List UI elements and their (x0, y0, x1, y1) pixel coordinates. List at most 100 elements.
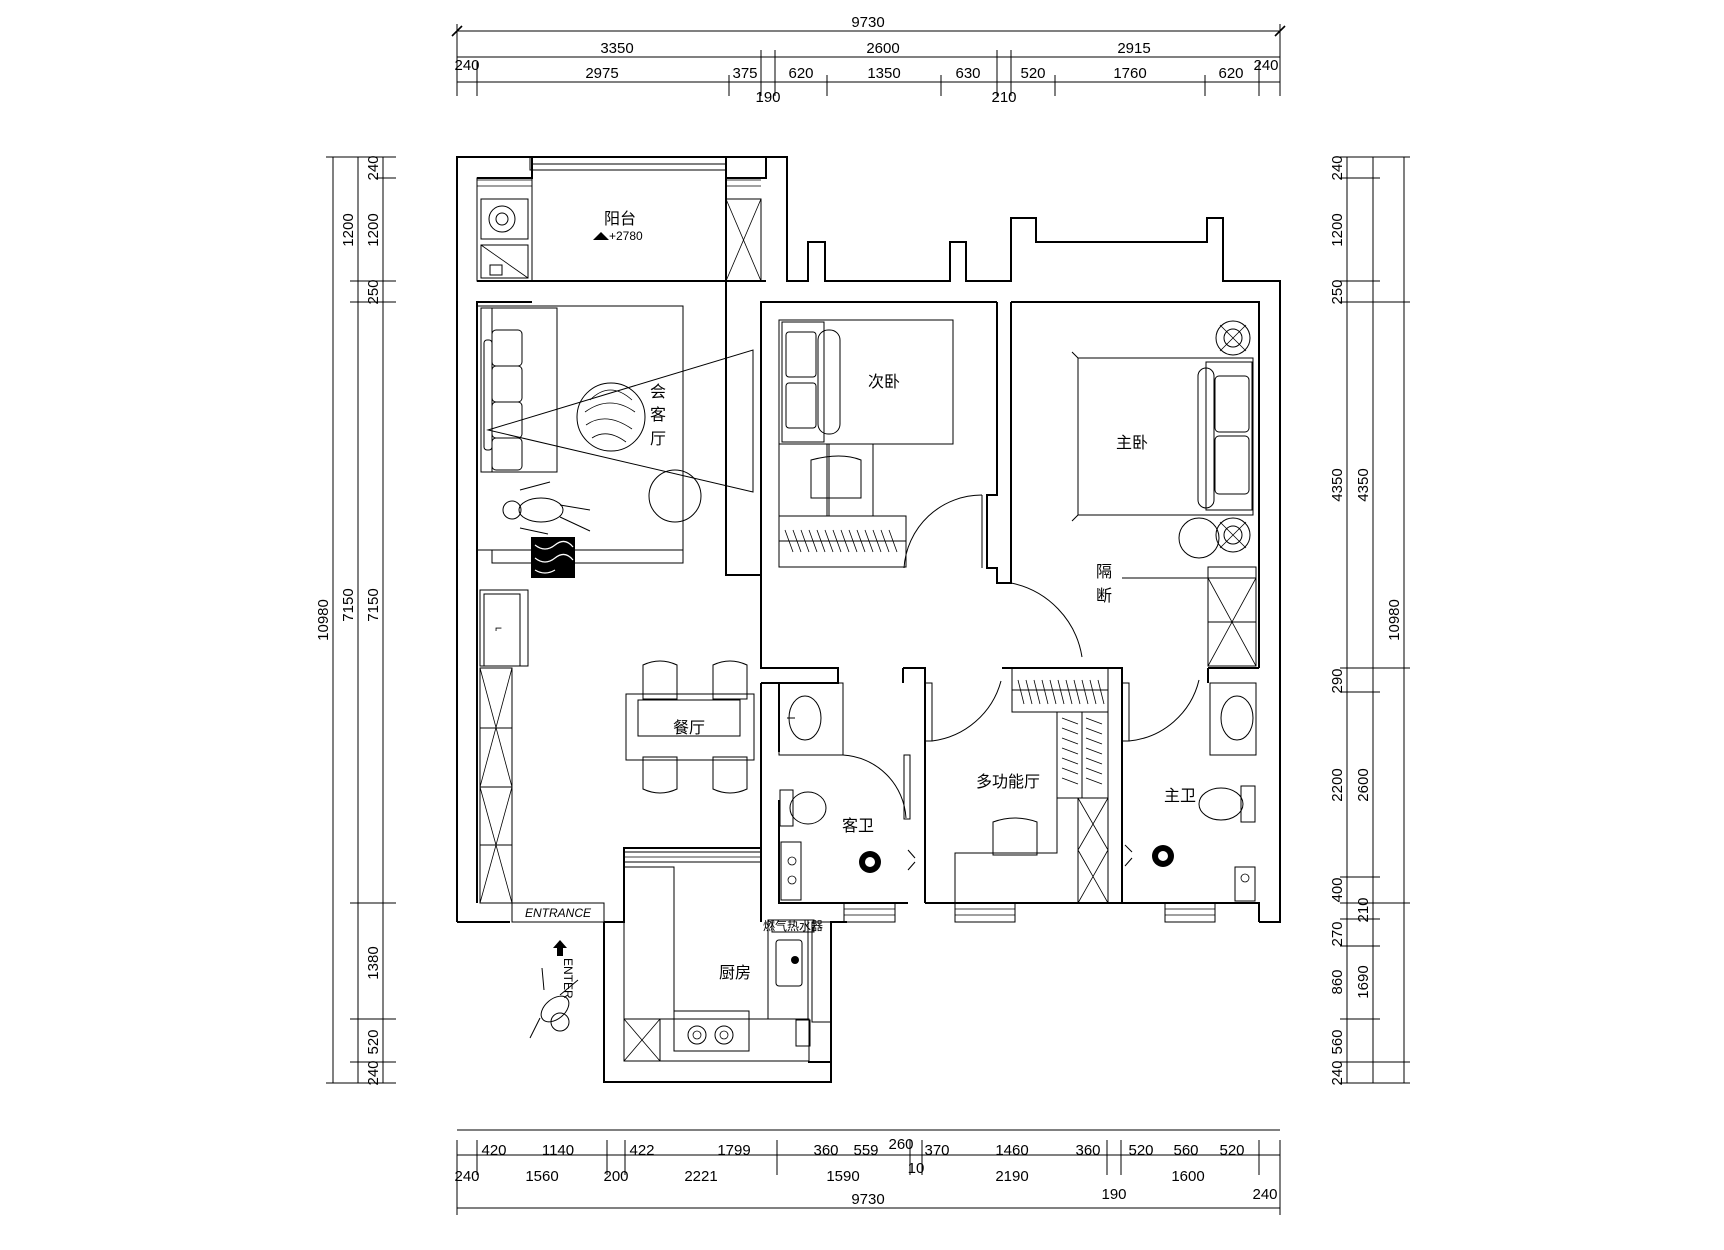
dim-bottom-1-j: 360 (1075, 1142, 1100, 1159)
elevation-label: +2780 (609, 229, 643, 243)
dim-bottom-1-m: 520 (1219, 1142, 1244, 1159)
balcony-area: 阳台 +2780 (476, 177, 762, 282)
water-heater-label: 燃气热水器 (763, 918, 823, 933)
master-bedroom: 主卧 隔 断 (1010, 320, 1257, 667)
room-label-second-bedroom: 次卧 (868, 372, 900, 391)
person-icon (502, 481, 591, 535)
dim-left-2-d: 240 (365, 1060, 382, 1085)
dim-bottom-2-f: 10 (908, 1160, 925, 1177)
room-label-living-3: 厅 (650, 429, 666, 448)
master-toilet-icon (1198, 785, 1256, 823)
dim-top-2-b: 2600 (866, 40, 899, 57)
door-swing-guest-bath (842, 754, 907, 819)
dim-right-2-d: 4350 (1355, 468, 1372, 501)
dim-right-2-c: 250 (1329, 279, 1346, 304)
enter-label: ENTER (561, 958, 575, 999)
dim-bottom-2-b: 1560 (525, 1168, 558, 1185)
dim-bottom-2-g: 2190 (995, 1168, 1028, 1185)
fridge-and-cabinets: ⌐ (479, 589, 529, 904)
kitchen: 燃气热水器 厨房 (623, 851, 832, 1062)
dim-right-3-d: 400 (1329, 877, 1346, 902)
dim-top-3-g: 520 (1020, 65, 1045, 82)
dim-left-total: 10980 (315, 599, 332, 641)
dim-bottom-1-k: 520 (1128, 1142, 1153, 1159)
dim-right-total: 10980 (1386, 599, 1403, 641)
dim-bottom-1-b: 1140 (542, 1142, 574, 1159)
dim-left-2-c: 520 (365, 1029, 382, 1054)
room-label-master-bedroom: 主卧 (1116, 433, 1148, 452)
dim-top-3-c: 375 (732, 65, 757, 82)
door-swing-master-bath (1128, 679, 1200, 742)
dim-right-3-g: 860 (1329, 969, 1346, 994)
dim-top-3-b: 2975 (585, 65, 618, 82)
dim-right-2-e: 2600 (1355, 768, 1372, 801)
guest-bathroom: 客卫 (778, 682, 916, 923)
dim-bottom-1-f: 559 (853, 1142, 878, 1159)
dim-bottom-1-i: 1460 (995, 1142, 1028, 1159)
dim-left-2-b: 1380 (365, 946, 382, 979)
dining-chair-icons (642, 660, 748, 794)
dim-left-2-a: 7150 (340, 588, 357, 621)
room-label-kitchen: 厨房 (719, 963, 751, 982)
dim-top-2-c: 2915 (1117, 40, 1150, 57)
dim-top-3-j: 240 (1253, 57, 1278, 74)
dim-top-3-d: 620 (788, 65, 813, 82)
kitchen-sink-icon (775, 939, 803, 987)
second-bedroom: 次卧 (778, 319, 983, 569)
multi-function-room: 多功能厅 (924, 667, 1109, 923)
dim-bottom-2-h: 190 (1101, 1186, 1126, 1203)
dim-bottom-1-e: 360 (813, 1142, 838, 1159)
dim-top-2-a: 3350 (600, 40, 633, 57)
nightstand-icon-2 (1215, 517, 1251, 553)
dim-left-3-c: 250 (365, 279, 382, 304)
door-swing-multi-room (931, 680, 1002, 742)
wardrobe-hangers (784, 529, 898, 553)
dim-bottom-2-i: 1600 (1171, 1168, 1204, 1185)
nightstand-icon (1215, 320, 1251, 356)
dim-right-3-e: 210 (1355, 897, 1372, 922)
study-chair-icon (992, 817, 1038, 856)
living-room: 会 客 厅 (476, 281, 754, 578)
dim-bottom-1-l: 560 (1173, 1142, 1198, 1159)
dim-bottom-2-a: 240 (454, 1168, 479, 1185)
dim-top-3-h: 1760 (1113, 65, 1146, 82)
dim-bottom-1-c: 422 (629, 1142, 654, 1159)
room-label-master-bath: 主卫 (1164, 786, 1196, 805)
dim-top-3-l: 210 (991, 89, 1016, 106)
door-swing-second-bedroom (903, 494, 983, 569)
dim-right-3-a: 4350 (1329, 468, 1346, 501)
dimension-lines-top: 9730 3350 2600 2915 240 2975 375 620 135… (451, 14, 1286, 106)
entrance-label: ENTRANCE (525, 906, 592, 920)
toilet-icon (779, 789, 827, 827)
dim-bottom-1-h: 370 (924, 1142, 949, 1159)
dim-top-3-i: 620 (1218, 65, 1243, 82)
room-label-guest-bath: 客卫 (842, 816, 874, 835)
dim-top-total: 9730 (851, 14, 884, 31)
room-label-dining: 餐厅 (673, 718, 705, 737)
dim-bottom-2-d: 2221 (684, 1168, 717, 1185)
side-table-icon (648, 469, 702, 523)
dim-bottom-2-c: 200 (603, 1168, 628, 1185)
dim-top-3-e: 1350 (867, 65, 900, 82)
dim-top-3-k: 190 (755, 89, 780, 106)
entrance: ENTRANCE ENTER (511, 902, 605, 1039)
dim-right-2-f: 1690 (1355, 965, 1372, 998)
dim-left-3-b: 1200 (365, 213, 382, 246)
dim-bottom-1-g: 260 (888, 1136, 913, 1153)
room-label-living-2: 客 (650, 405, 666, 424)
dim-bottom-1-a: 420 (481, 1142, 506, 1159)
room-label-multi-room: 多功能厅 (976, 772, 1040, 791)
dining-room: 餐厅 (625, 660, 755, 794)
dim-left-2-top: 1200 (340, 213, 357, 246)
room-label-balcony: 阳台 (604, 209, 636, 228)
dim-left-3-d: 7150 (365, 588, 382, 621)
balcony-grille (477, 179, 761, 187)
master-sink-icon (1220, 695, 1254, 741)
dim-bottom-2-j: 240 (1252, 1186, 1277, 1203)
dim-bottom-1-d: 1799 (717, 1142, 750, 1159)
walls (456, 156, 1281, 1083)
label-partition-2: 断 (1096, 586, 1112, 605)
dim-right-3-f: 270 (1329, 921, 1346, 946)
dim-right-2-b: 1200 (1329, 213, 1346, 246)
